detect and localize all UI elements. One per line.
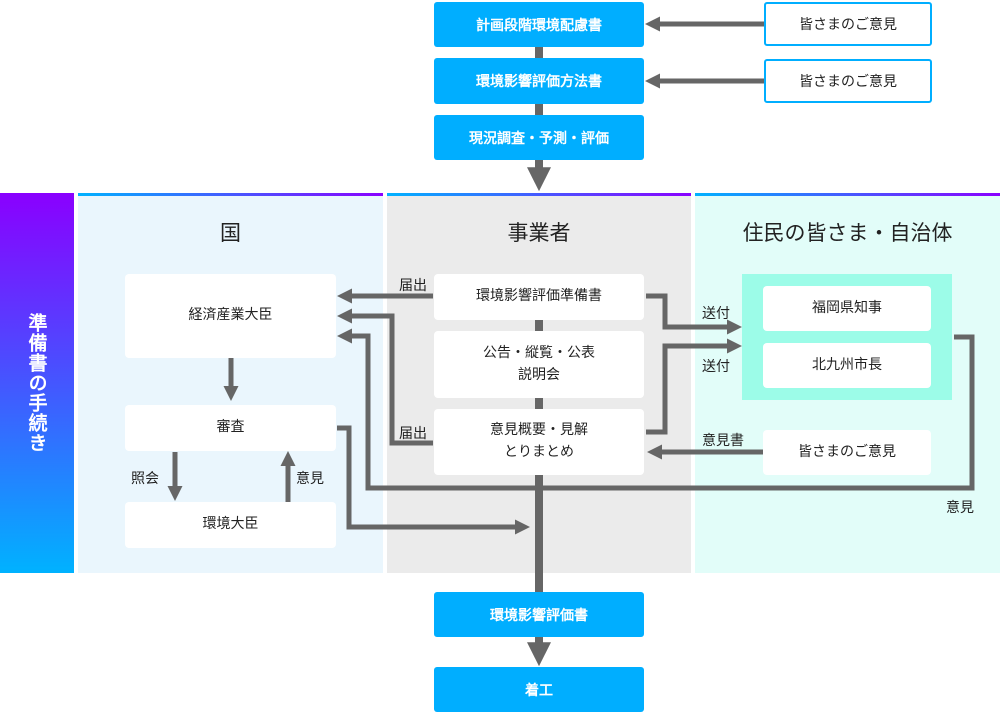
- send-label-1: 送付: [702, 306, 730, 322]
- step-final-assessment: 環境影響評価書: [434, 592, 644, 637]
- procedure-sidebar: 準備書の手続き: [0, 193, 74, 573]
- step-method-document: 環境影響評価方法書: [434, 58, 644, 104]
- opinion-summary-line2: とりまとめ: [504, 444, 574, 460]
- filing-label-2: 届出: [399, 426, 427, 442]
- sidebar-label: 準備書の手続き: [25, 313, 48, 453]
- lane-title-national: 国: [220, 221, 241, 245]
- public-notice-line1: 公告・縦覧・公表: [483, 344, 595, 361]
- review-box: 審査: [125, 405, 336, 451]
- meti-minister-box: 経済産業大臣: [125, 274, 336, 358]
- send-label-2: 送付: [702, 359, 730, 375]
- inquiry-label: 照会: [131, 471, 159, 487]
- lane-title-operator: 事業者: [507, 221, 571, 245]
- public-opinion-box-1: 皆さまのご意見: [764, 2, 932, 46]
- public-opinion-box-2: 皆さまのご意見: [764, 59, 932, 103]
- opinion-summary-box: 意見概要・見解 とりまとめ: [434, 409, 644, 475]
- public-opinion-box-3: 皆さまのご意見: [763, 430, 931, 475]
- public-notice-line2: 説明会: [518, 366, 560, 383]
- step-construction: 着工: [434, 667, 644, 712]
- lane-divider: [387, 193, 691, 196]
- prep-document-box: 環境影響評価準備書: [434, 274, 644, 320]
- env-minister-box: 環境大臣: [125, 502, 336, 548]
- step-survey-prediction: 現況調査・予測・評価: [434, 115, 644, 160]
- env-opinion-label: 意見: [296, 471, 324, 487]
- public-notice-box: 公告・縦覧・公表 説明会: [434, 331, 644, 398]
- opinion-summary-line1: 意見概要・見解: [490, 422, 588, 439]
- lane-divider: [695, 193, 1000, 196]
- lane-divider: [78, 193, 383, 196]
- mayor-box: 北九州市長: [763, 343, 931, 388]
- opinion-doc-label: 意見書: [702, 433, 744, 449]
- governor-box: 福岡県知事: [763, 286, 931, 331]
- lane-title-residents: 住民の皆さま・自治体: [742, 221, 953, 245]
- municipal-opinion-label: 意見: [946, 500, 974, 516]
- step-planning-consideration: 計画段階環境配慮書: [434, 2, 644, 47]
- filing-label-1: 届出: [399, 278, 427, 294]
